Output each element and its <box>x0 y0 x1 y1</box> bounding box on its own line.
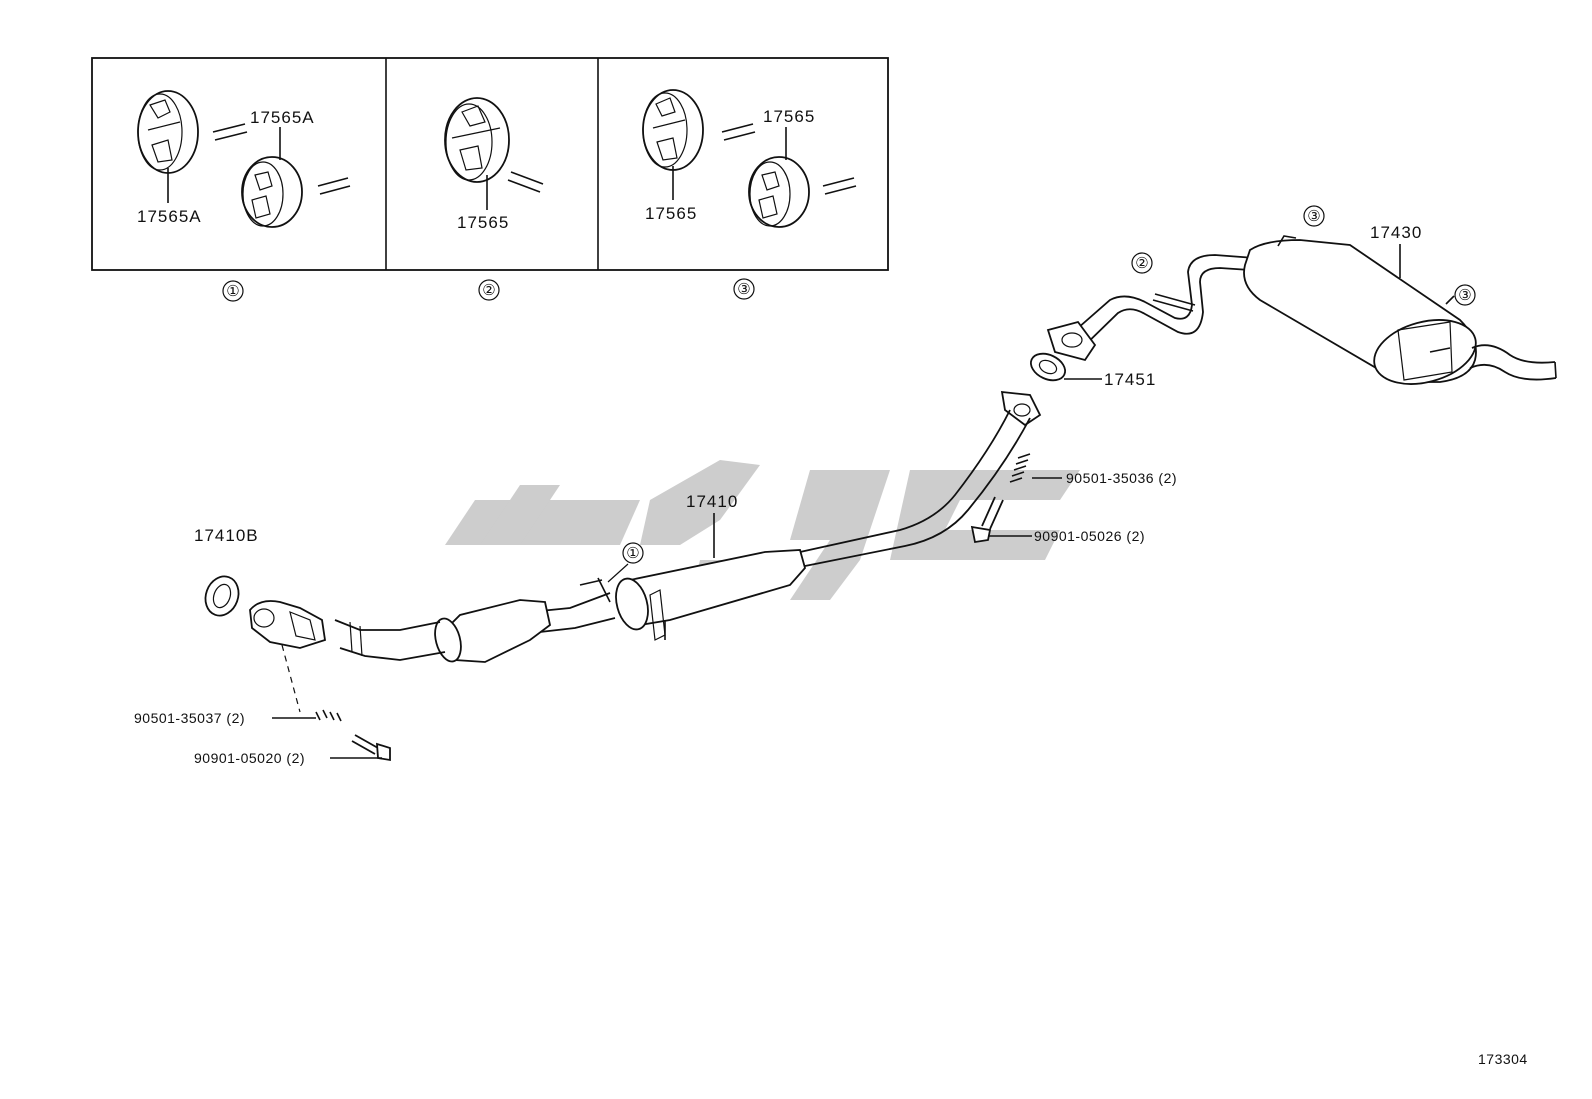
part-label-17430: 17430 <box>1370 223 1422 242</box>
svg-text:③: ③ <box>737 281 750 298</box>
part-label: 17565A <box>250 108 315 127</box>
pipe-flange <box>1000 390 1042 427</box>
inset-panel-2: 17565 ② <box>444 97 544 301</box>
part-label-17451: 17451 <box>1104 370 1156 389</box>
catalytic-converter <box>434 599 552 663</box>
diagram-id: 173304 <box>1478 1051 1528 1067</box>
callout-ref-1: ① <box>607 542 644 583</box>
hanger-rubber-icon <box>137 90 199 174</box>
part-label: 17565 <box>763 107 815 126</box>
part-label-90501-35037: 90501-35037 (2) <box>134 710 245 726</box>
hanger-rubber-icon <box>748 156 810 228</box>
muffler-body <box>1243 235 1477 385</box>
gasket-17451 <box>1030 352 1066 382</box>
part-label: 17565 <box>645 204 697 223</box>
callout-ref-3: ③ <box>1303 205 1325 227</box>
hanger-rod-icon <box>212 123 351 195</box>
inset-panel-3: 17565 17565 ③ <box>642 89 857 300</box>
panel-ref-1: ① <box>222 280 244 302</box>
svg-text:②: ② <box>482 282 495 299</box>
spring-icon <box>315 709 342 722</box>
part-label-90901-05020: 90901-05020 (2) <box>194 750 305 766</box>
part-label-90901-05026: 90901-05026 (2) <box>1034 528 1145 544</box>
hanger-rubber-icon <box>444 97 510 183</box>
svg-text:①: ① <box>626 545 639 562</box>
hanger-rubber-icon <box>642 89 704 171</box>
hanger-rubber-icon <box>241 156 303 228</box>
bolt-icon <box>970 496 1004 544</box>
part-label-17410B: 17410B <box>194 526 259 545</box>
catalytic-converter <box>615 549 806 641</box>
svg-text:②: ② <box>1135 255 1148 272</box>
gasket-17410B <box>204 575 240 617</box>
svg-text:③: ③ <box>1307 208 1320 225</box>
callout-ref-3: ③ <box>1454 284 1476 306</box>
inset-box <box>91 57 889 271</box>
pipe-flange <box>249 600 327 649</box>
inset-panel-1: 17565A 17565A ① <box>137 90 351 302</box>
svg-text:③: ③ <box>1458 287 1471 304</box>
part-label-17410: 17410 <box>686 492 738 511</box>
callout-ref-2: ② <box>1131 252 1153 274</box>
center-pipe-assembly <box>249 390 1042 663</box>
part-label: 17565 <box>457 213 509 232</box>
part-label: 17565A <box>137 207 202 226</box>
pipe-flange <box>1046 320 1097 362</box>
svg-text:①: ① <box>226 283 239 300</box>
part-label-90501-35036: 90501-35036 (2) <box>1066 470 1177 486</box>
spring-icon <box>1009 453 1031 483</box>
muffler-assembly <box>1046 235 1557 385</box>
bolt-icon <box>351 734 391 762</box>
hanger-rod-icon <box>721 123 857 195</box>
hanger-rod-icon <box>507 171 544 193</box>
panel-ref-3: ③ <box>733 278 755 300</box>
panel-ref-2: ② <box>478 279 500 301</box>
